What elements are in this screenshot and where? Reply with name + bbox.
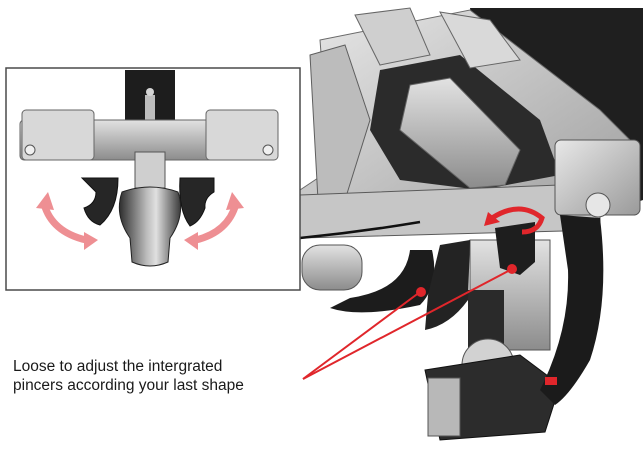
pincer-center xyxy=(425,240,470,330)
clamp-top-left xyxy=(354,7,431,66)
pincer-left xyxy=(330,250,435,313)
inset-screw-left xyxy=(24,144,36,156)
inset-clamp-left xyxy=(21,109,95,161)
cable xyxy=(299,220,421,240)
inset-arrow-left-head-bottom xyxy=(84,232,98,250)
inset-post-bolt xyxy=(146,88,154,96)
inset-neck xyxy=(134,151,166,189)
inset-shoe-form xyxy=(118,186,182,267)
knob-red-left xyxy=(416,287,426,297)
inset-screw-right xyxy=(262,144,274,156)
annotation-line-1: Loose to adjust the intergrated xyxy=(13,358,223,375)
cylinder-left xyxy=(301,244,363,291)
inset-arrow-right-head-bottom xyxy=(184,232,198,250)
inset-pincer-right xyxy=(179,177,215,227)
pincer-tall-right xyxy=(540,215,604,405)
clamp-top-right xyxy=(439,11,521,69)
inset-arrow-right-head-top xyxy=(226,192,244,210)
inset-post-slot xyxy=(145,95,155,135)
arm-left xyxy=(309,44,371,201)
pointer-line-right xyxy=(302,268,513,380)
cylinder-end-right xyxy=(585,192,611,218)
rotation-arrow-machine xyxy=(490,206,545,235)
rotation-arrow-machine-head xyxy=(484,212,500,226)
base-block-face xyxy=(427,377,461,437)
inset-pincer-left xyxy=(80,177,119,226)
knob-red-bottom xyxy=(545,377,557,385)
pointer-lines xyxy=(302,268,513,380)
pincer-right xyxy=(495,222,535,275)
annotation-caption: Loose to adjust the intergrated pincers … xyxy=(13,357,244,395)
inset-arrow-left-head-top xyxy=(36,192,54,210)
annotation-line-2: pincers according your last shape xyxy=(13,377,244,394)
frame-cross-bar xyxy=(399,77,521,189)
inset-clamp-right xyxy=(205,109,279,161)
machine-assembly xyxy=(299,7,643,441)
inset-panel xyxy=(5,67,301,291)
pointer-line-left xyxy=(302,291,421,380)
